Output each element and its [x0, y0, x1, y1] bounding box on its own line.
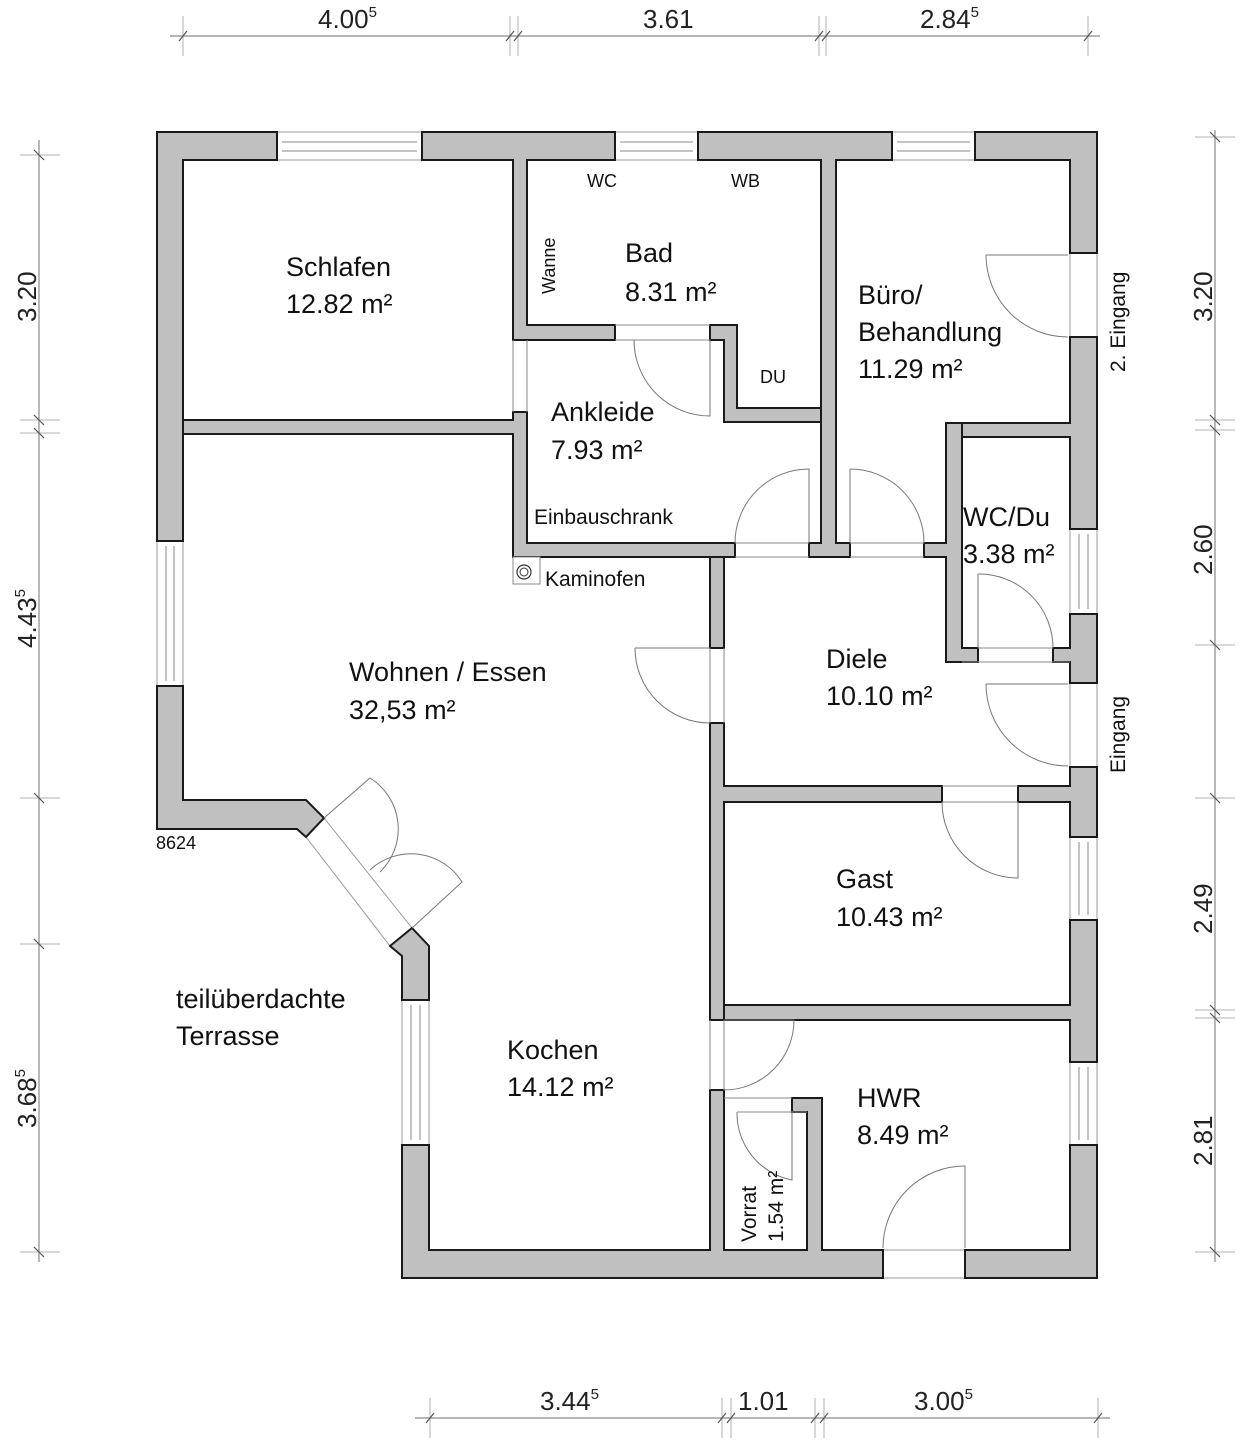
door-entrance-2[interactable]: [985, 254, 1069, 338]
window-bad: [614, 131, 699, 161]
door-terrace-2[interactable]: [369, 853, 463, 929]
window-wohnen-left: [156, 540, 184, 687]
door-kochen-hwr[interactable]: [723, 1019, 795, 1091]
kaminofen-symbol: [512, 556, 541, 585]
dimension-top: 4.005 3.61 2.845: [170, 4, 1100, 56]
room-wcdu-area: 3.38 m²: [963, 539, 1055, 569]
room-hwr-area: 8.49 m²: [857, 1120, 949, 1150]
wall-top-mid: [421, 131, 616, 341]
window-buero: [891, 131, 976, 161]
window-wcdu: [1069, 528, 1098, 615]
door-terrace-1[interactable]: [323, 777, 399, 873]
dim-right-2: 2.60: [1188, 524, 1218, 575]
door-entrance-main[interactable]: [985, 683, 1069, 767]
room-diele-area: 10.10 m²: [826, 681, 933, 711]
window-kochen: [401, 999, 430, 1146]
dim-bottom-2: 1.01: [738, 1386, 789, 1416]
room-vorrat-name: Vorrat: [738, 1186, 761, 1242]
label-terrace-line2: Terrasse: [176, 1021, 280, 1051]
label-main-entrance: Eingang: [1107, 696, 1130, 773]
fixture-kaminofen: Kaminofen: [545, 568, 645, 591]
room-gast-name: Gast: [836, 864, 894, 894]
room-buero-area: 11.29 m²: [858, 354, 963, 384]
dim-bottom-1: 3.445: [540, 1386, 599, 1416]
dim-left-3: 3.685: [12, 1069, 42, 1128]
room-hwr-name: HWR: [857, 1083, 921, 1113]
room-diele-name: Diele: [826, 644, 888, 674]
dim-left-2: 4.435: [12, 589, 42, 648]
room-ankleide-name: Ankleide: [551, 397, 655, 427]
wall-top-right-corner: [974, 131, 1098, 254]
hwr-exterior-door-opening: [882, 1249, 966, 1279]
room-vorrat-area: 1.54 m²: [765, 1171, 788, 1242]
wall-wohnen-diele-lower: [709, 722, 943, 1021]
door-swings: [323, 254, 1069, 1249]
room-labels: Schlafen 12.82 m² Bad 8.31 m² Büro/ Beha…: [286, 238, 1055, 1242]
fixture-wanne: Wanne: [539, 238, 559, 294]
entrance-main-opening: [1069, 682, 1098, 768]
dimension-left: 3.20 4.435 3.685: [12, 140, 60, 1262]
wall-bad-ankleide: [709, 324, 822, 423]
wall-bottom-left: [401, 1089, 884, 1279]
dim-top-3: 2.845: [920, 4, 979, 34]
room-kochen-name: Kochen: [507, 1035, 599, 1065]
dim-top-2: 3.61: [643, 4, 694, 34]
door-buero-diele[interactable]: [849, 468, 925, 544]
label-terrace-line1: teilüberdachte: [176, 984, 346, 1014]
fixture-du: DU: [760, 367, 786, 387]
door-wcdu[interactable]: [977, 573, 1054, 649]
room-wohnen-name: Wohnen / Essen: [349, 657, 547, 687]
wall-exterior-top-left: [156, 131, 278, 542]
entrance-2-opening: [1069, 252, 1098, 338]
room-bad-area: 8.31 m²: [625, 277, 717, 307]
window-hwr: [1069, 1061, 1098, 1146]
walls: [156, 131, 1098, 1279]
wall-exterior-left-lower: [156, 685, 326, 839]
room-gast-area: 10.43 m²: [836, 902, 943, 932]
wall-wohnen-diele-upper: [709, 556, 725, 649]
dim-bottom-3: 3.005: [914, 1386, 973, 1416]
label-second-entrance: 2. Eingang: [1107, 272, 1130, 372]
door-hwr-exterior[interactable]: [882, 1165, 966, 1249]
wall-wcdu: [923, 422, 979, 663]
room-kochen-area: 14.12 m²: [507, 1072, 614, 1102]
room-schlafen-name: Schlafen: [286, 252, 391, 282]
fixture-wb: WB: [731, 171, 760, 191]
windows: [156, 131, 1098, 1279]
terrace-door-opening: [305, 817, 413, 947]
door-wohnen-diele[interactable]: [634, 647, 711, 724]
room-wcdu-name: WC/Du: [963, 502, 1050, 532]
door-vorrat[interactable]: [736, 1111, 793, 1181]
wall-right-bottom: [964, 1144, 1098, 1279]
room-schlafen-area: 12.82 m²: [286, 289, 393, 319]
dim-left-1: 3.20: [12, 271, 42, 322]
other-labels: 2. Eingang Eingang teilüberdachte Terras…: [156, 272, 1130, 1051]
wall-right-gast-hwr: [723, 919, 1098, 1063]
dimension-bottom: 3.445 1.01 3.005: [415, 1386, 1110, 1438]
dim-right-3: 2.49: [1188, 883, 1218, 934]
window-schlafen: [276, 131, 423, 161]
door-ankleide-diele[interactable]: [734, 468, 810, 544]
wall-right-wc-entrance: [1052, 613, 1098, 684]
room-buero-name: Büro/: [858, 280, 923, 310]
wall-right-diele-gast: [1017, 766, 1098, 838]
room-wohnen-area: 32,53 m²: [349, 695, 456, 725]
door-frames: [512, 324, 1070, 1113]
window-gast: [1069, 836, 1098, 921]
room-ankleide-area: 7.93 m²: [551, 435, 643, 465]
wall-schlafen-wohnen: [182, 411, 736, 558]
fixture-labels: WC WB Wanne DU Einbauschrank Kaminofen: [534, 171, 786, 591]
dimension-right: 3.20 2.60 2.49 2.81: [1188, 130, 1235, 1262]
label-plan-code: 8624: [156, 833, 196, 853]
room-buero-name2: Behandlung: [858, 317, 1002, 347]
fixture-einbauschrank: Einbauschrank: [534, 506, 673, 529]
stove-icon: [516, 564, 532, 580]
door-bad-ankleide[interactable]: [633, 339, 711, 417]
dim-right-4: 2.81: [1188, 1115, 1218, 1166]
door-diele-gast[interactable]: [941, 801, 1019, 879]
fixture-wc: WC: [587, 171, 617, 191]
dim-top-1: 4.005: [318, 4, 377, 34]
dim-right-1: 3.20: [1188, 271, 1218, 322]
room-bad-name: Bad: [625, 238, 673, 268]
